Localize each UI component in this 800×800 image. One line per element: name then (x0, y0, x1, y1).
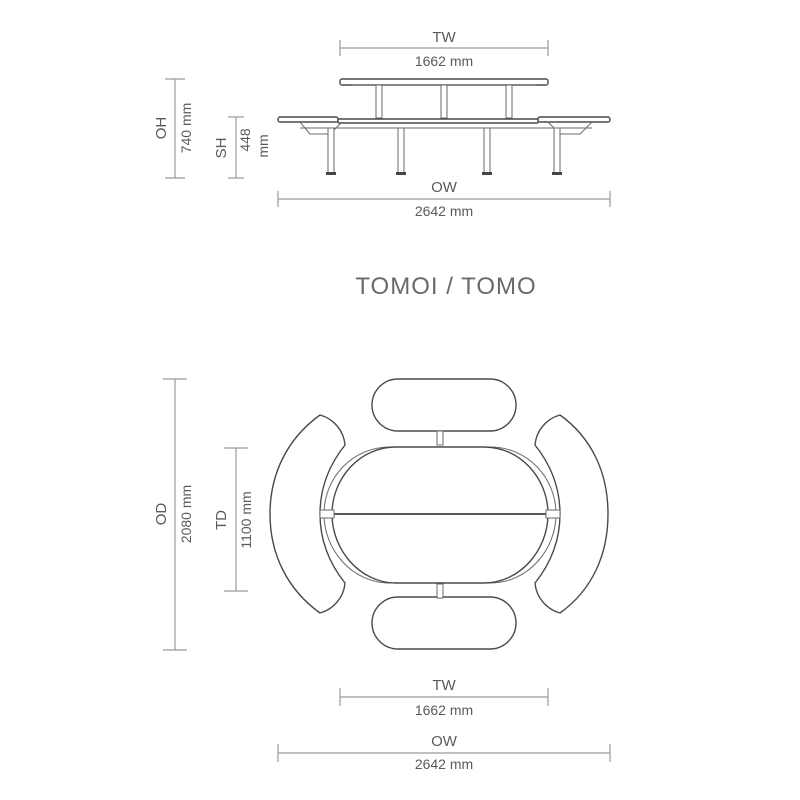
plan-tw-dimension: TW 1662 mm (339, 677, 549, 718)
right-curved-bench (534, 414, 609, 614)
elevation-table (339, 78, 549, 119)
elevation-ow-label: OW (431, 179, 458, 196)
bottom-bench (371, 596, 517, 650)
plan-td-label: TD (213, 510, 230, 530)
elevation-oh-dimension: OH 740 mm (153, 78, 194, 179)
elevation-bench (277, 116, 611, 175)
plan-view: OD 2080 mm TD 1100 mm (153, 378, 611, 772)
elevation-tw-label: TW (432, 29, 456, 46)
plan-td-value: 1100 mm (238, 491, 254, 548)
elevation-tw-value: 1662 mm (415, 53, 473, 69)
plan-tw-value: 1662 mm (415, 702, 473, 718)
elevation-ow-value: 2642 mm (415, 203, 473, 219)
plan-od-label: OD (153, 503, 170, 526)
elevation-tw-dimension: TW 1662 mm (339, 29, 549, 69)
left-frame-joint (319, 509, 335, 519)
table-top (331, 446, 549, 584)
right-frame-joint (545, 509, 561, 519)
plan-ow-dimension: OW 2642 mm (277, 733, 611, 772)
plan-ow-value: 2642 mm (415, 756, 473, 772)
top-bench-connector (436, 430, 444, 446)
plan-od-dimension: OD 2080 mm (153, 378, 194, 651)
top-bench (371, 378, 517, 432)
elevation-oh-label: OH (153, 117, 170, 140)
elevation-oh-value: 740 mm (178, 103, 194, 154)
elevation-sh-value-line2: mm (255, 134, 271, 157)
left-curved-bench (269, 414, 346, 614)
plan-ow-label: OW (431, 733, 458, 750)
elevation-ow-dimension: OW 2642 mm (277, 179, 611, 219)
elevation-sh-dimension: SH 448 mm (213, 116, 271, 179)
plan-tw-label: TW (432, 677, 456, 694)
elevation-sh-value-line1: 448 (237, 128, 253, 152)
plan-od-value: 2080 mm (178, 485, 194, 543)
bottom-bench-connector (436, 583, 444, 599)
elevation-sh-label: SH (213, 138, 230, 159)
product-title: TOMOI / TOMO (355, 273, 536, 300)
elevation-view: TW 1662 mm (153, 29, 611, 219)
plan-td-dimension: TD 1100 mm (213, 447, 254, 592)
